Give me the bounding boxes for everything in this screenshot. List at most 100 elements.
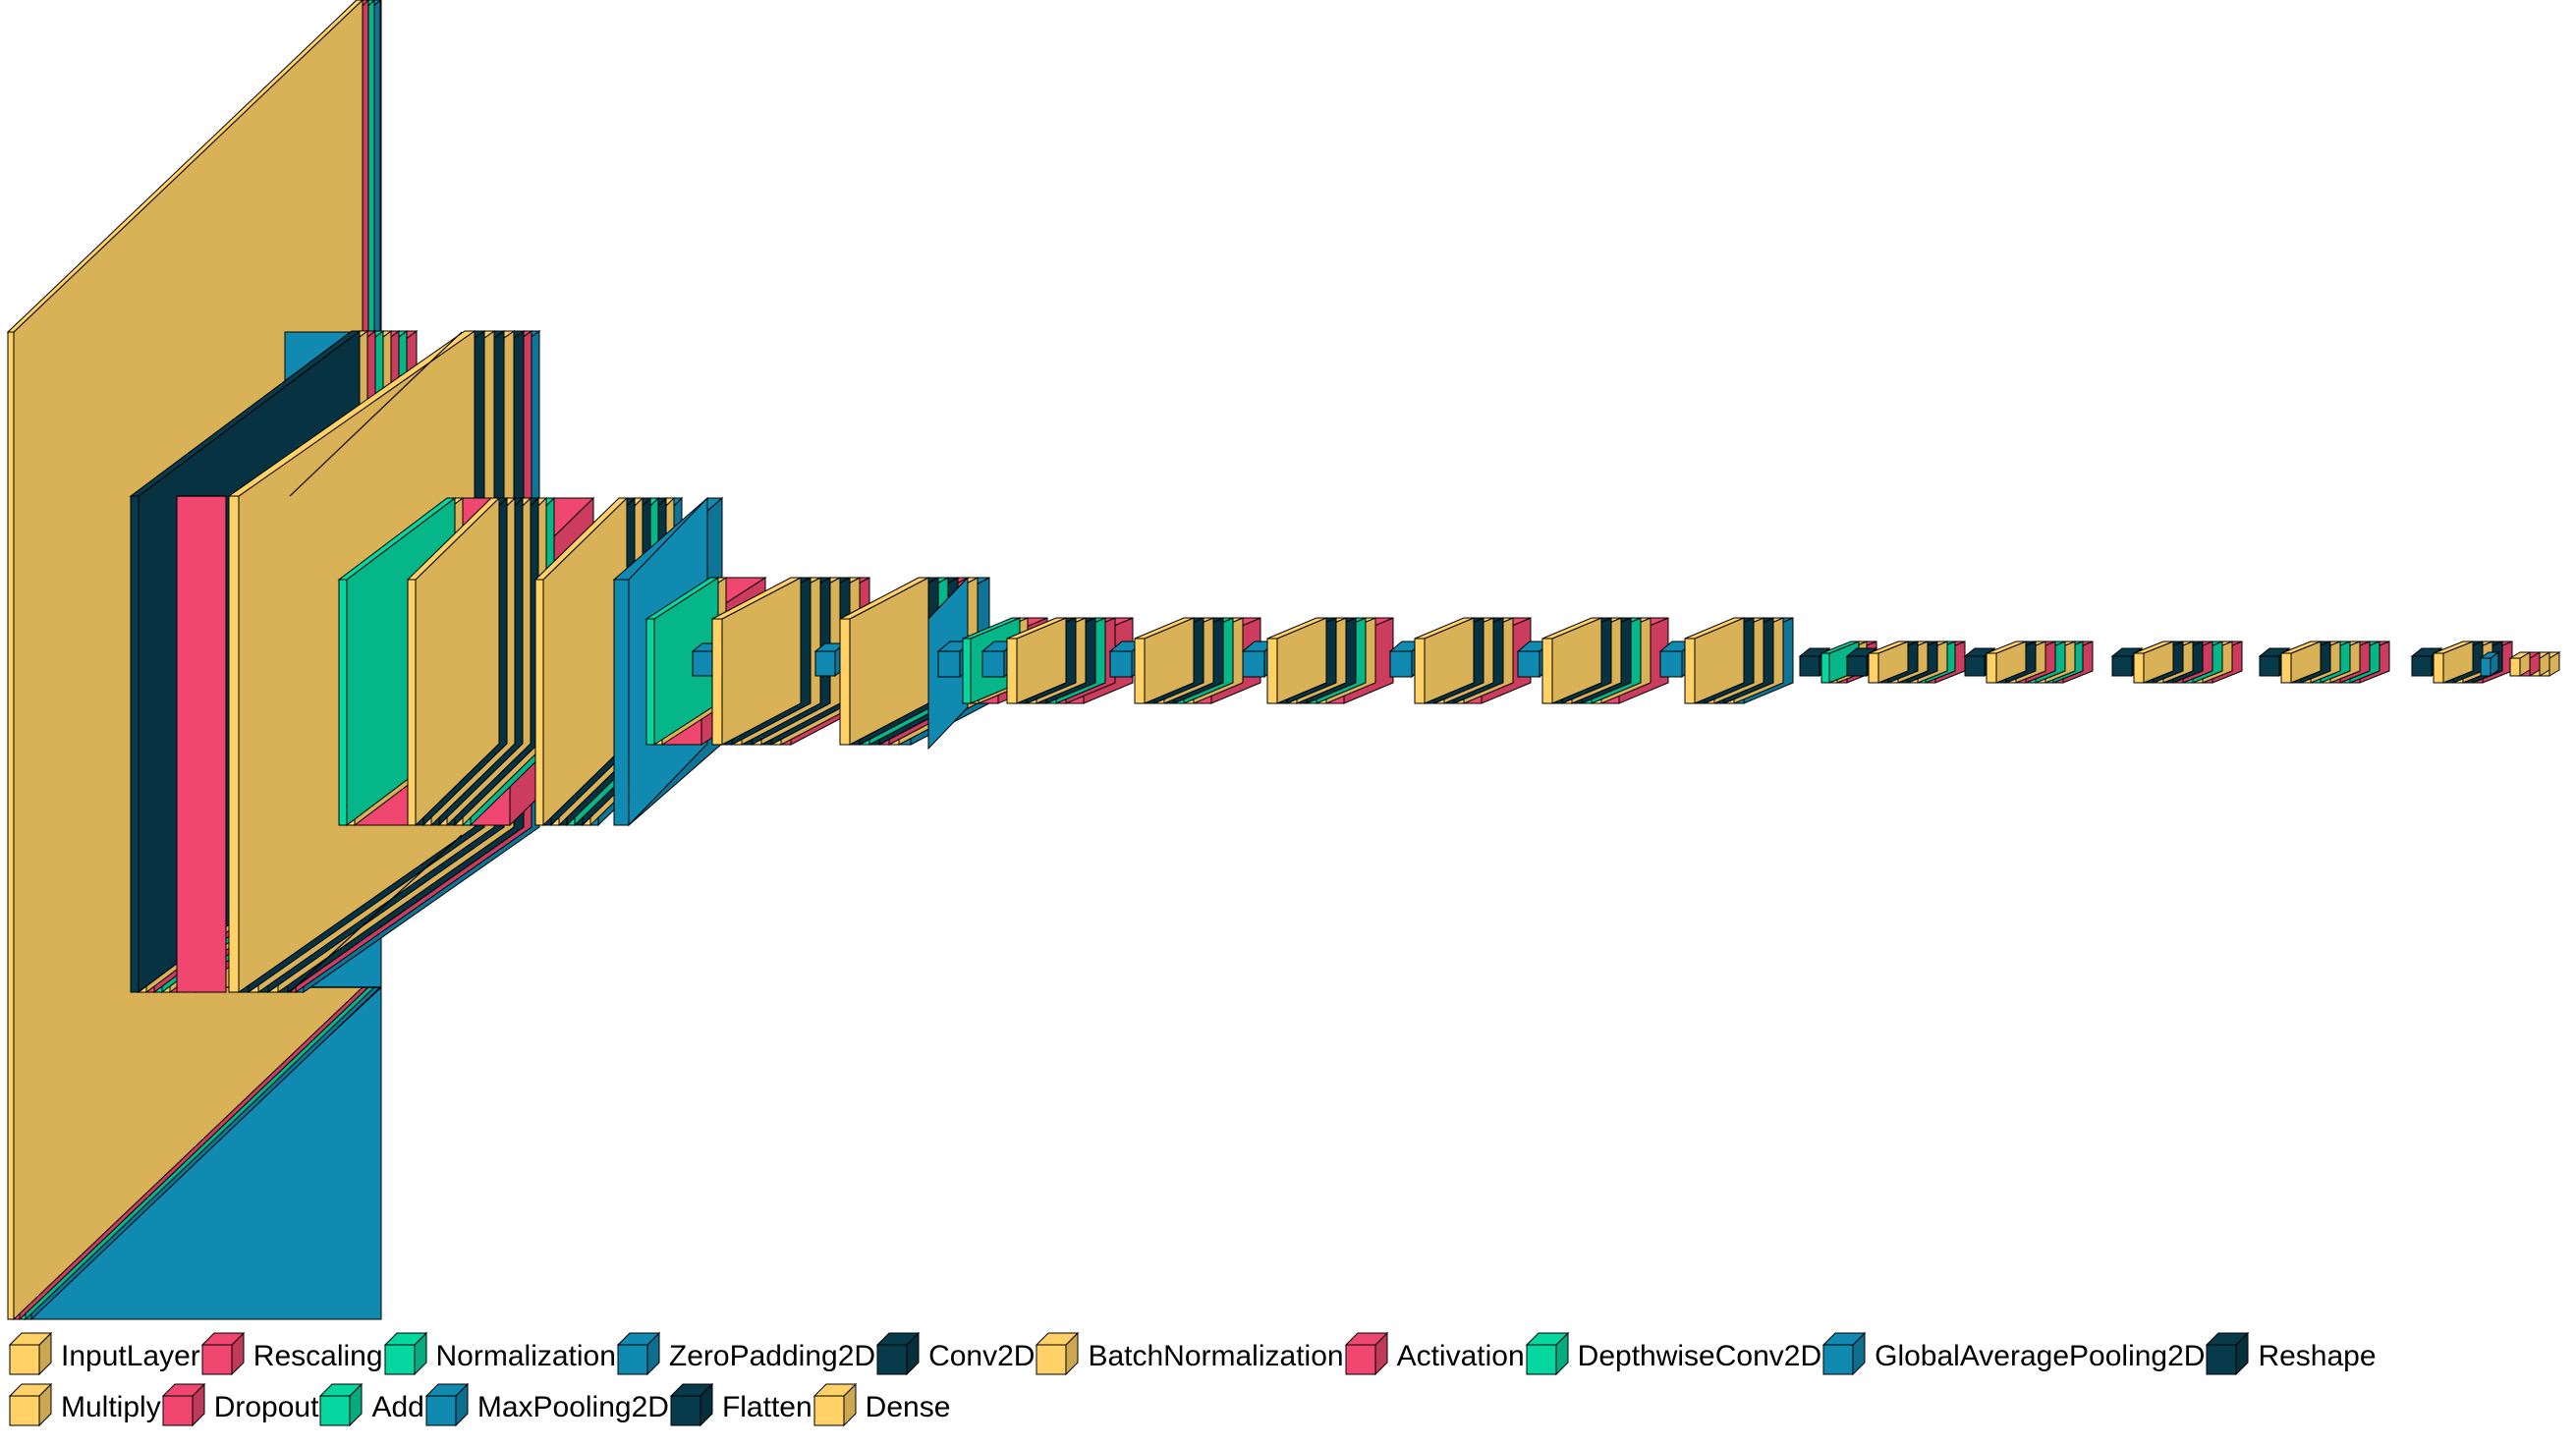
legend-item-globalaveragepooling2d: GlobalAveragePooling2D [1821, 1331, 2205, 1382]
multiply-cube-icon [8, 1382, 53, 1427]
layer-front [2433, 652, 2444, 684]
layer-front [1868, 652, 1879, 684]
layer-slab [2508, 651, 2532, 677]
globalaveragepooling2d-cube-icon [1821, 1331, 1867, 1376]
legend-label: MaxPooling2D [476, 1391, 669, 1423]
cube-front [1345, 1344, 1376, 1375]
legend-label: GlobalAveragePooling2D [1875, 1340, 2206, 1372]
layer-front [645, 618, 655, 746]
layer-front [130, 495, 140, 993]
legend-item-dropout: Dropout [161, 1382, 319, 1433]
layer-front [2509, 657, 2521, 677]
normalization-cube-icon [383, 1331, 427, 1376]
layer-front [1684, 638, 1696, 704]
connector-line [289, 331, 463, 497]
layer-slab [533, 496, 629, 827]
layer-front [613, 579, 630, 826]
legend-item-depthwiseconv2d: DepthwiseConv2D [1525, 1331, 1821, 1382]
cube-front [617, 1344, 648, 1375]
cube-front [201, 1344, 233, 1375]
late-stack [1986, 640, 2094, 684]
mid-stack [1134, 617, 1261, 704]
layer-front [1242, 650, 1265, 678]
connector-line [289, 834, 463, 993]
legend-item-dense: Dense [812, 1382, 950, 1433]
layer-slab [1006, 617, 1067, 704]
mid-stage-4 [1241, 617, 1394, 704]
legend-row-2: Multiply Dropout Add MaxPooling2D Flatte… [8, 1382, 2562, 1433]
legend-item-batchnormalization: BatchNormalization [1035, 1331, 1344, 1382]
legend-label: Add [371, 1391, 424, 1423]
layer-front [2280, 652, 2292, 684]
layer-front [839, 618, 851, 746]
late-stack [2133, 640, 2243, 684]
layer-front [2480, 657, 2492, 677]
legend-item-flatten: Flatten [669, 1382, 812, 1433]
layer-slab [1541, 617, 1602, 704]
layer-slab [839, 577, 929, 746]
late-stage-3 [1963, 640, 2094, 684]
layer-front [176, 495, 227, 993]
legend-label: Reshape [2258, 1340, 2377, 1372]
cube-front [813, 1395, 845, 1426]
layer-slab [711, 577, 802, 746]
legend-label: DepthwiseConv2D [1577, 1340, 1822, 1372]
head-stack [2508, 651, 2561, 677]
maxpooling2d-cube-icon [424, 1382, 470, 1427]
inputlayer-cube-icon [8, 1331, 53, 1376]
mid-stack [1006, 617, 1134, 704]
legend-item-maxpooling2d: MaxPooling2D [424, 1382, 669, 1433]
cube-front [9, 1395, 40, 1426]
mid-stack [1541, 617, 1669, 704]
layer-slab [406, 496, 501, 827]
layer-front [2259, 655, 2280, 677]
layer-front [1006, 638, 1018, 704]
stage-1-activation [176, 495, 227, 993]
legend-label: ZeroPadding2D [668, 1340, 876, 1372]
layer-front [338, 579, 348, 826]
late-stack [2433, 640, 2513, 684]
cube-front [876, 1344, 908, 1375]
layer-front [981, 650, 1005, 678]
legend-label: Conv2D [928, 1340, 1036, 1372]
layer-front [1986, 652, 1997, 684]
layer-front [1134, 638, 1146, 704]
layer-front [1517, 650, 1540, 678]
layer-front [534, 579, 544, 826]
layer-front [407, 579, 417, 826]
late-stage-2 [1845, 640, 1966, 684]
layer-front [1820, 652, 1830, 684]
legend-label: Activation [1396, 1340, 1525, 1372]
layer-slab [1986, 640, 2027, 684]
layer-front [814, 650, 836, 677]
cube-front [1036, 1344, 1067, 1375]
layer-slab [1414, 617, 1475, 704]
stage-3-b [406, 496, 595, 827]
layer-slab [644, 577, 720, 746]
layer-blocks [6, 0, 2561, 1321]
layer-front [1389, 650, 1413, 678]
layer-front [962, 638, 972, 704]
legend-item-activation: Activation [1344, 1331, 1525, 1382]
mid-stage-2 [980, 617, 1134, 704]
layer-front [1846, 655, 1868, 677]
legend-item-multiply: Multiply [8, 1382, 161, 1433]
zeropadding2d-cube-icon [616, 1331, 661, 1376]
mid-stage-5 [1388, 617, 1532, 704]
layer-front [228, 495, 240, 993]
legend: InputLayer Rescaling Normalization ZeroP… [8, 1331, 2562, 1433]
legend-label: Dropout [213, 1391, 319, 1423]
legend-item-rescaling: Rescaling [200, 1331, 383, 1382]
depthwiseconv2d-cube-icon [1525, 1331, 1569, 1376]
cube-front [9, 1344, 40, 1375]
conv2d-cube-icon [875, 1331, 921, 1376]
legend-item-inputlayer: InputLayer [8, 1331, 200, 1382]
late-stage-5 [2258, 640, 2390, 684]
late-stack [1868, 640, 1966, 684]
layer-front [692, 650, 713, 677]
layer-front [2133, 652, 2145, 684]
layer-front [2411, 655, 2433, 677]
layer-front [1109, 650, 1133, 678]
legend-item-conv2d: Conv2D [875, 1331, 1035, 1382]
layer-slab [1134, 617, 1195, 704]
